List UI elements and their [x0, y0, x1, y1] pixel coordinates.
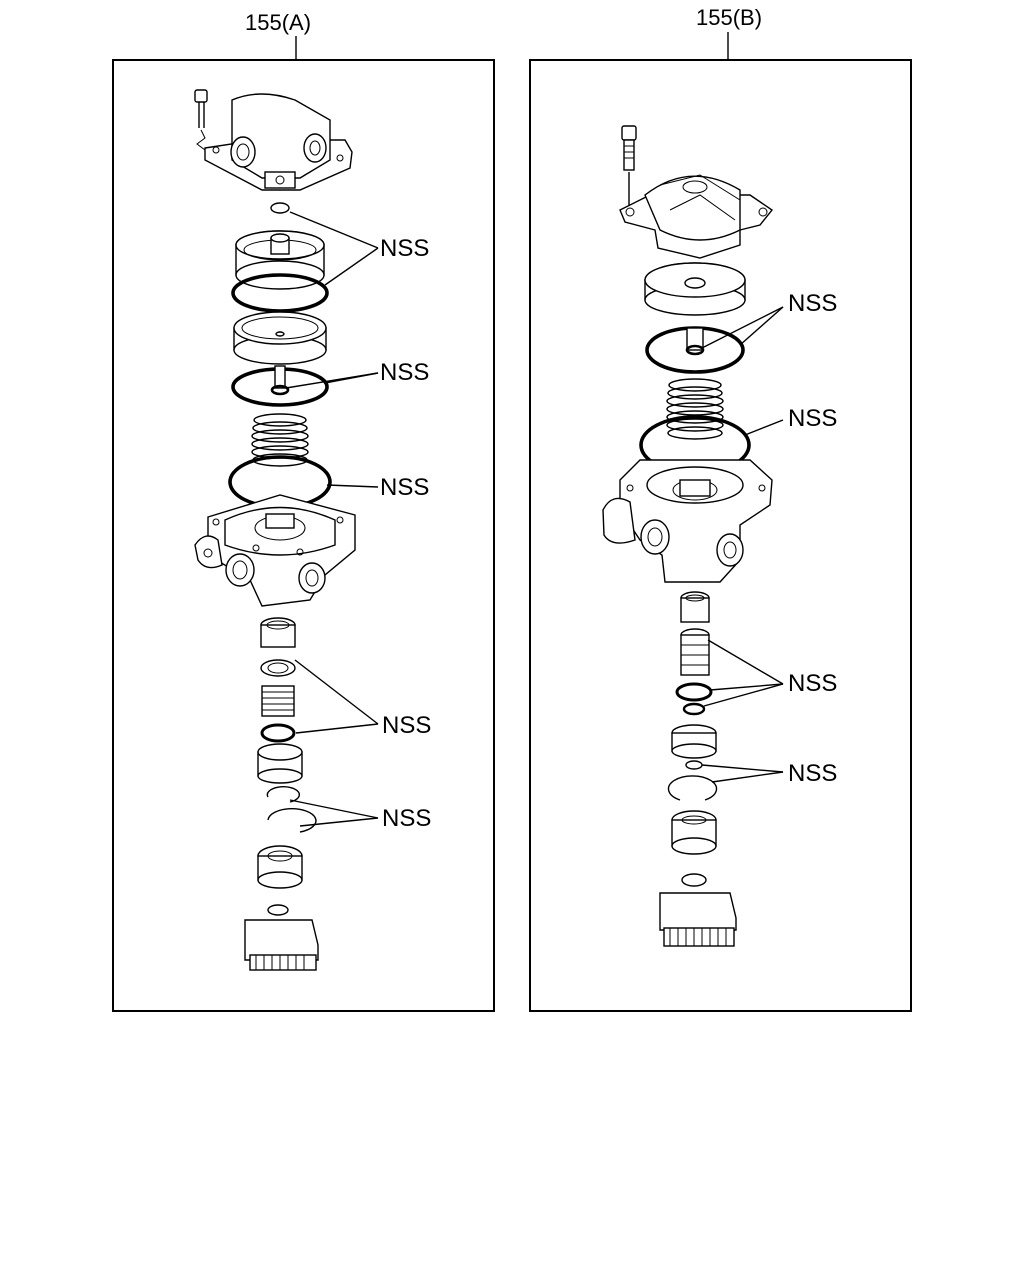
panel-a-leaders	[285, 211, 379, 827]
panel-b-top-cover	[619, 174, 774, 259]
panel-a: 155(A)	[112, 10, 495, 1012]
panel-a-piston-middle	[233, 311, 327, 365]
panel-b-frame	[529, 59, 912, 1012]
panel-b-valve-body	[602, 459, 773, 583]
panel-b-callout-2: NSS	[788, 405, 837, 432]
panel-a-oring-1	[231, 273, 329, 313]
panel-a-lower-stack	[244, 617, 319, 971]
panel-b-leaders	[701, 306, 784, 783]
panel-a-small-oring	[270, 202, 290, 214]
panel-b-spring	[666, 378, 724, 440]
panel-b-lower-stack	[659, 591, 737, 947]
panel-a-callout-2: NSS	[380, 359, 429, 386]
panel-a-frame	[112, 59, 495, 1012]
panel-b-callout-4: NSS	[788, 760, 837, 787]
panel-a-callout-3: NSS	[380, 474, 429, 501]
panel-a-top-cover	[194, 89, 353, 191]
panel-a-stem	[270, 365, 290, 396]
panel-a-callout-1: NSS	[380, 235, 429, 262]
panel-b-piston	[644, 262, 746, 316]
panel-a-piston-upper	[235, 230, 325, 290]
panel-b-callout-3: NSS	[788, 670, 837, 697]
panel-a-valve-body	[194, 494, 356, 607]
panel-b-bolt	[621, 125, 637, 205]
panel-a-callout-5: NSS	[382, 805, 431, 832]
panel-b-title: 155(B)	[696, 5, 762, 30]
panel-b-stem	[685, 327, 705, 356]
panel-b-callout-1: NSS	[788, 290, 837, 317]
panel-a-title: 155(A)	[245, 10, 311, 35]
panel-a-callout-4: NSS	[382, 712, 431, 739]
panel-b: 155(B)	[529, 5, 912, 1012]
